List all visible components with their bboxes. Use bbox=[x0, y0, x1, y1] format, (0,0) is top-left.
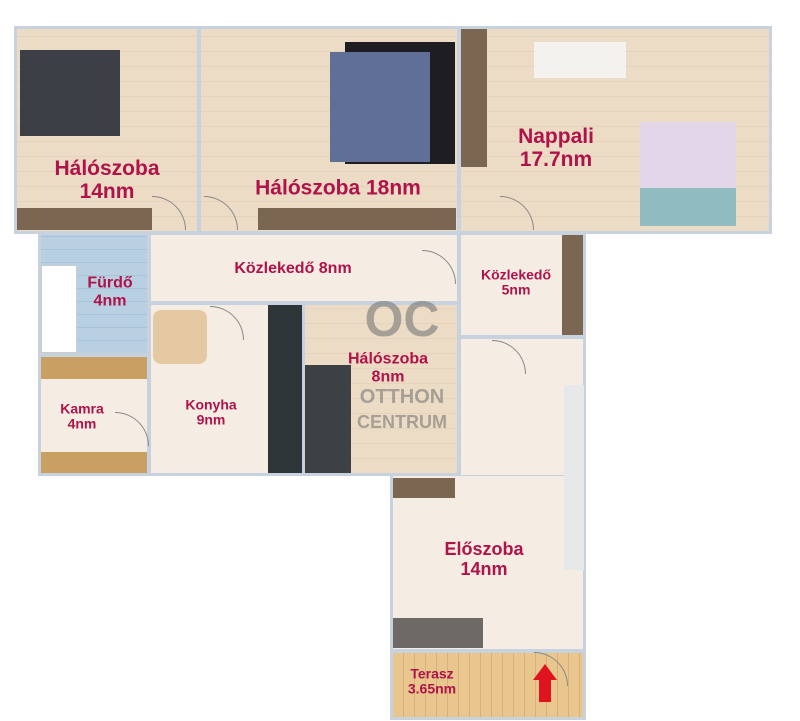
shoe-cabinet bbox=[393, 478, 455, 498]
bathtub bbox=[41, 265, 77, 353]
watermark-line1: OTTHON bbox=[359, 386, 445, 408]
watermark-line2: CENTRUM bbox=[357, 412, 447, 432]
bench bbox=[393, 618, 483, 648]
watermark-logo: OC bbox=[364, 291, 440, 347]
kitchen-table bbox=[153, 310, 207, 364]
bed bbox=[20, 50, 120, 136]
entrance-arrow-icon bbox=[533, 664, 557, 680]
wardrobe bbox=[258, 208, 456, 230]
shelf bbox=[41, 357, 147, 379]
room-corridor-8 bbox=[148, 232, 460, 304]
shelf bbox=[41, 452, 147, 473]
entrance-arrow-stem bbox=[539, 680, 551, 702]
wardrobe bbox=[17, 208, 152, 230]
rug bbox=[640, 122, 736, 188]
label-bedroom-18: Hálószoba 18nm bbox=[255, 176, 421, 200]
kitchen-counter bbox=[268, 305, 302, 473]
desk bbox=[305, 365, 351, 473]
wardrobe-hall bbox=[564, 385, 584, 570]
bedding bbox=[330, 52, 430, 162]
label-corridor-8: Közlekedő 8nm bbox=[234, 260, 352, 278]
wardrobe bbox=[461, 29, 487, 167]
sofa bbox=[640, 186, 736, 226]
dining-table bbox=[534, 42, 626, 78]
wardrobe bbox=[562, 235, 583, 335]
